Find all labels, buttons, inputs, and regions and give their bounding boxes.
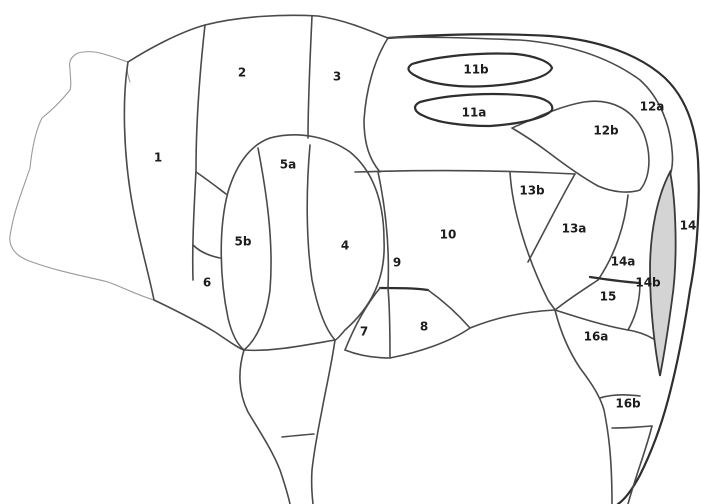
label-3: 3	[333, 70, 341, 84]
label-16a: 16a	[584, 330, 609, 344]
label-10: 10	[440, 228, 457, 242]
label-12a: 12a	[640, 100, 665, 114]
cut-labels: 1 2 3 4 5a 5b 6 7 8 9 10 11a 11b 12a 12b…	[154, 63, 697, 411]
cut-14-sliver	[650, 172, 676, 376]
label-14b: 14b	[635, 276, 661, 290]
label-1: 1	[154, 151, 162, 165]
label-7: 7	[360, 325, 368, 339]
label-9: 9	[393, 256, 401, 270]
head-outline	[10, 52, 154, 300]
label-16b: 16b	[615, 397, 641, 411]
label-5a: 5a	[280, 158, 296, 172]
label-13b: 13b	[519, 184, 545, 198]
label-11a: 11a	[462, 106, 487, 120]
label-2: 2	[238, 66, 246, 80]
front-leg	[240, 340, 335, 504]
label-13a: 13a	[562, 222, 587, 236]
label-14a: 14a	[611, 255, 636, 269]
label-12b: 12b	[593, 124, 619, 138]
label-11b: 11b	[463, 63, 489, 77]
label-6: 6	[203, 276, 211, 290]
label-5b: 5b	[235, 235, 252, 249]
label-8: 8	[420, 320, 428, 334]
cut-divisions	[124, 16, 672, 358]
label-4: 4	[341, 239, 349, 253]
label-14: 14	[680, 219, 697, 233]
label-15: 15	[600, 290, 617, 304]
